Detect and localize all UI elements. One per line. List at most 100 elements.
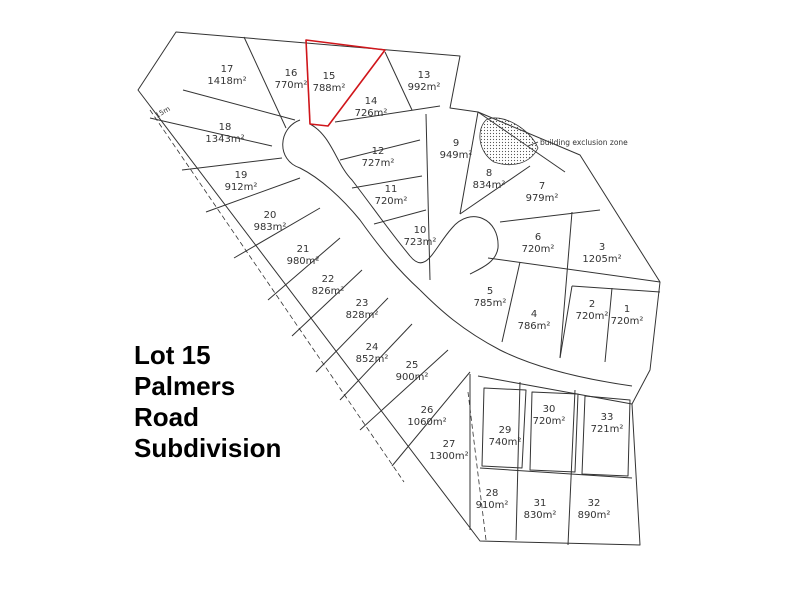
lot-area: 992m² — [408, 82, 441, 93]
title-line-4: Subdivision — [134, 433, 282, 463]
lot-area: 740m² — [489, 437, 522, 448]
lot-number: 6 — [535, 232, 541, 243]
cul-de-sac-south — [419, 289, 633, 387]
title-line-1: Lot 15 — [134, 340, 211, 370]
lot-number: 15 — [323, 71, 336, 82]
lot-number: 33 — [601, 412, 614, 423]
lot-number: 30 — [543, 404, 556, 415]
lot-area: 949m² — [440, 150, 473, 161]
lot-area: 1418m² — [207, 76, 246, 87]
lot-number: 28 — [486, 488, 499, 499]
lot-number: 4 — [531, 309, 537, 320]
lot-number: 16 — [285, 68, 298, 79]
lot-area: 1300m² — [429, 451, 468, 462]
lot-number: 1 — [624, 304, 630, 315]
subdivision-boundary — [137, 31, 661, 546]
lot-number: 14 — [365, 96, 378, 107]
lot-number: 29 — [499, 425, 512, 436]
lot-labels: 1720m²2720m²31205m²4786m²5785m²6720m²797… — [205, 64, 643, 521]
lot-area: 720m² — [533, 416, 566, 427]
title-line-3: Road — [134, 402, 199, 432]
title-line-2: Palmers — [134, 371, 236, 401]
road-width-label: 15m — [154, 105, 172, 120]
lot-area: 720m² — [576, 311, 609, 322]
lot-number: 11 — [385, 184, 398, 195]
lot-15-highlight[interactable] — [305, 39, 386, 127]
lot-area: 900m² — [396, 372, 429, 383]
lot-area: 910m² — [476, 500, 509, 511]
lot-number: 31 — [534, 498, 547, 509]
lot-number: 3 — [599, 242, 605, 253]
exclusion-zone-label: building exclusion zone — [540, 138, 628, 147]
lot-area: 830m² — [524, 510, 557, 521]
plan-title: Lot 15 Palmers Road Subdivision — [134, 340, 281, 464]
lot-number: 12 — [372, 146, 385, 157]
lot-area: 828m² — [346, 310, 379, 321]
lot-number: 32 — [588, 498, 601, 509]
lot-number: 19 — [235, 170, 248, 181]
lot-number: 10 — [414, 225, 427, 236]
lot-number: 9 — [453, 138, 459, 149]
lot-area: 834m² — [473, 180, 506, 191]
lot-area: 788m² — [313, 83, 346, 94]
lot-area: 786m² — [518, 321, 551, 332]
lot-area: 826m² — [312, 286, 345, 297]
lot-area: 983m² — [254, 222, 287, 233]
lot-area: 770m² — [275, 80, 308, 91]
lot-area: 727m² — [362, 158, 395, 169]
lot-number: 7 — [539, 181, 545, 192]
lot-area: 980m² — [287, 256, 320, 267]
lot-number: 22 — [322, 274, 335, 285]
lot-number: 25 — [406, 360, 419, 371]
lot-area: 785m² — [474, 298, 507, 309]
lot-area: 726m² — [355, 108, 388, 119]
lot-area: 912m² — [225, 182, 258, 193]
building-exclusion-zone — [479, 117, 539, 165]
lot-area: 979m² — [526, 193, 559, 204]
lot-area: 1060m² — [407, 417, 446, 428]
lot-number: 20 — [264, 210, 277, 221]
lot-area: 852m² — [356, 354, 389, 365]
lot-number: 23 — [356, 298, 369, 309]
lot-area: 721m² — [591, 424, 624, 435]
lot-area: 890m² — [578, 510, 611, 521]
lot-number: 13 — [418, 70, 431, 81]
lot-area: 1343m² — [205, 134, 244, 145]
lot-area: 1205m² — [582, 254, 621, 265]
lot-number: 26 — [421, 405, 434, 416]
